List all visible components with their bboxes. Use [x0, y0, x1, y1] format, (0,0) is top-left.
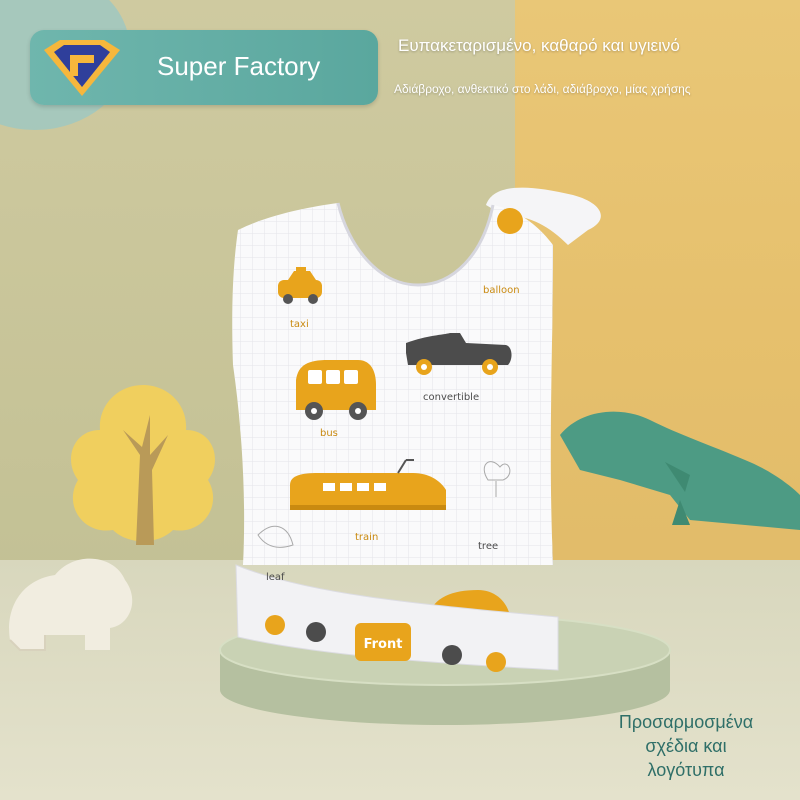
bib-label-bus: bus	[320, 428, 338, 439]
customization-note: Προσαρμοσμένα σχέδια και λογότυπα	[598, 710, 774, 782]
pocket-icons	[265, 615, 506, 672]
train-icon	[290, 459, 446, 510]
baby-bib: taxi balloon bus convertible train tree …	[232, 187, 601, 672]
brand-name: Super Factory	[157, 51, 321, 81]
convertible-car-icon	[406, 333, 512, 375]
animal-prop-icon	[9, 558, 133, 651]
leaf-sketch-icon	[257, 525, 294, 548]
brand-banner: Super Factory	[30, 30, 378, 105]
note-line-1: Προσαρμοσμένα	[618, 712, 754, 732]
bib-label-convertible: convertible	[423, 392, 479, 403]
bib-label-balloon: balloon	[483, 285, 520, 296]
front-tag	[355, 623, 411, 661]
taxi-icon	[278, 267, 322, 304]
bus-icon	[296, 360, 376, 420]
headline: Ευπακεταρισμένο, καθαρό και υγιεινό	[398, 36, 680, 55]
tree-prop-icon	[71, 385, 215, 545]
crocodile-prop-icon	[560, 411, 800, 530]
note-line-2: σχέδια και	[645, 736, 727, 756]
bib-label-taxi: taxi	[290, 319, 309, 330]
bib-label-tree: tree	[478, 541, 498, 552]
shield-logo-icon	[44, 40, 120, 96]
bib-label-front: Front	[364, 637, 403, 652]
tree-sketch-icon	[483, 461, 511, 497]
bib-label-train: train	[355, 532, 378, 543]
balloon-icon	[497, 208, 523, 234]
bib-label-leaf: leaf	[266, 572, 285, 583]
subheadline: Αδιάβροχο, ανθεκτικό στο λάδι, αδιάβροχο…	[394, 82, 691, 96]
note-line-3: λογότυπα	[647, 760, 725, 780]
